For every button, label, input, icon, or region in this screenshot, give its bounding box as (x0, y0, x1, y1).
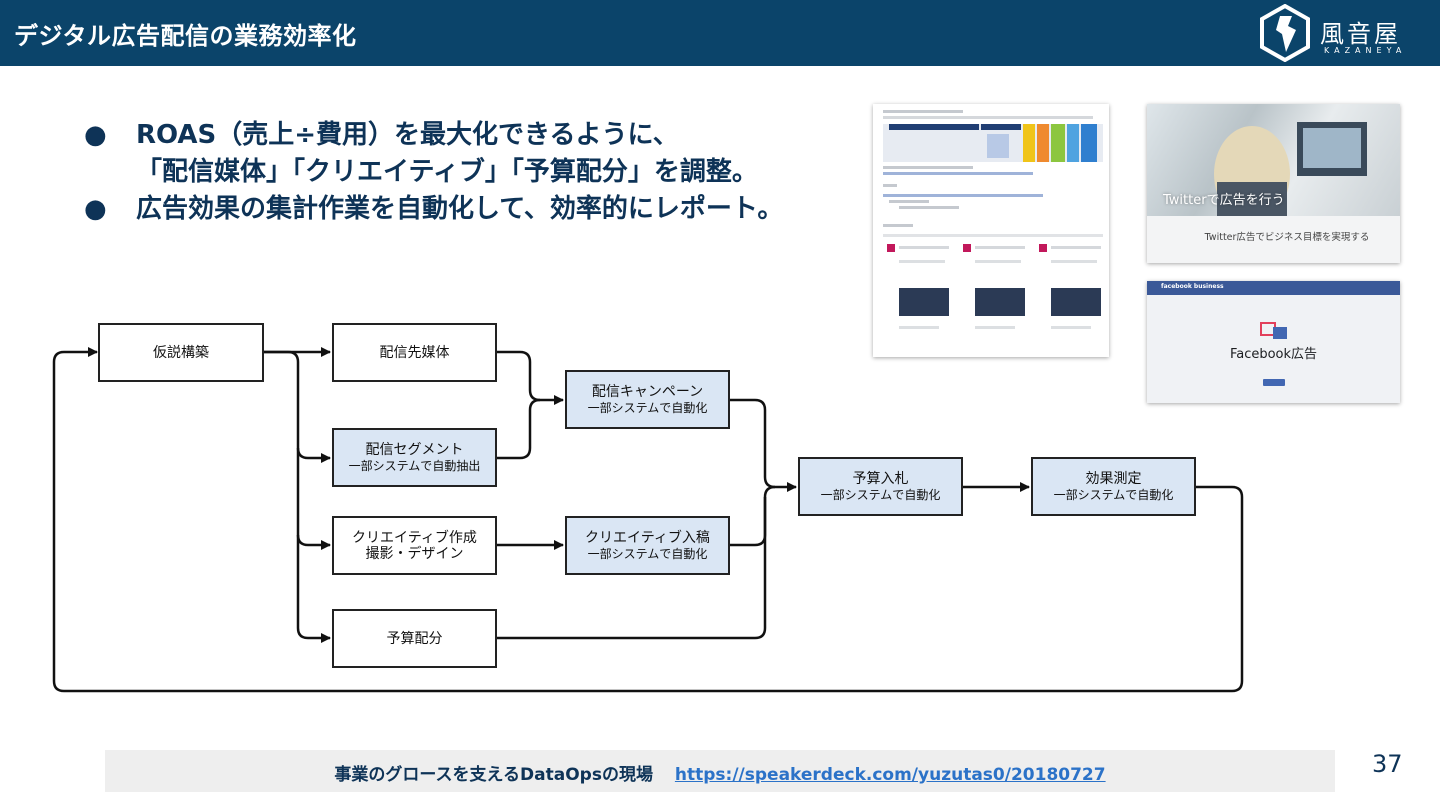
logo-mark-icon (1260, 4, 1310, 62)
node-note: 一部システムで自動化 (587, 546, 708, 561)
logo-name: 風音屋 (1320, 20, 1401, 48)
edge-hypothesis-segment (263, 350, 331, 463)
node-budget: 予算配分 (332, 609, 497, 668)
node-title: クリエイティブ作成 (352, 529, 477, 546)
kazaneya-logo: 風音屋 KAZANEYA (1258, 4, 1418, 62)
report-thumbnail-image (883, 110, 1103, 329)
office-photo-image (1214, 122, 1367, 222)
node-creative-make: クリエイティブ作成 撮影・デザイン (332, 516, 497, 575)
node-title: 予算入札 (852, 470, 909, 487)
edge-hypothesis-budget (296, 535, 331, 643)
node-campaign: 配信キャンペーン 一部システムで自動化 (565, 370, 730, 429)
edge-hypothesis-creative (296, 448, 331, 550)
logo-subtitle: KAZANEYA (1324, 46, 1407, 55)
slide-title: デジタル広告配信の業務効率化 (14, 22, 357, 50)
node-title: 配信セグメント (365, 441, 464, 458)
bullet-list: ● ROAS（売上÷費用）を最大化できるように、 「配信媒体」「クリエイティブ」… (84, 117, 864, 228)
report-screenshot (873, 104, 1109, 357)
facebook-topbar: facebook business (1147, 281, 1400, 295)
node-note: 一部システムで自動化 (1053, 487, 1174, 502)
node-note: 一部システムで自動抽出 (348, 458, 481, 473)
facebook-cta-button (1263, 379, 1285, 386)
node-title: 予算配分 (386, 630, 443, 647)
twitter-caption: Twitterで広告を行う (1163, 193, 1285, 208)
facebook-ads-screenshot: facebook business Facebook広告 (1147, 281, 1400, 403)
edge-submit-bidding (729, 485, 776, 547)
twitter-ads-screenshot: Twitterで広告を行う Twitter広告でビジネス目標を実現する (1147, 104, 1400, 263)
bullet-text: 「配信媒体」「クリエイティブ」「予算配分」を調整。 (136, 157, 758, 187)
page-number: 37 (1372, 750, 1403, 778)
node-title: 配信キャンペーン (591, 383, 704, 400)
edge-segment-campaign (496, 398, 541, 460)
bullet-dot-icon: ● (84, 120, 107, 150)
node-title: 効果測定 (1085, 470, 1142, 487)
bullet-continuation: 「配信媒体」「クリエイティブ」「予算配分」を調整。 (84, 154, 864, 191)
twitter-hero-photo: Twitterで広告を行う (1147, 104, 1400, 222)
node-note: 一部システムで自動化 (587, 400, 708, 415)
footer-link[interactable]: https://speakerdeck.com/yuzutas0/2018072… (674, 765, 1106, 785)
node-measurement: 効果測定 一部システムで自動化 (1031, 457, 1196, 516)
footer-content: 事業のグロースを支えるDataOpsの現場 https://speakerdec… (105, 760, 1335, 785)
node-hypothesis: 仮説構築 (98, 323, 264, 382)
node-media: 配信先媒体 (332, 323, 497, 382)
edge-media-campaign (496, 350, 564, 405)
node-title: クリエイティブ入稿 (585, 529, 710, 546)
node-note: 一部システムで自動化 (820, 487, 941, 502)
bullet-text: 広告効果の集計作業を自動化して、効率的にレポート。 (136, 194, 784, 224)
facebook-brand: facebook business (1161, 283, 1224, 290)
node-title: 配信先媒体 (379, 344, 450, 361)
node-bidding: 予算入札 一部システムで自動化 (798, 457, 963, 516)
footer-bar: 事業のグロースを支えるDataOpsの現場 https://speakerdec… (105, 750, 1335, 792)
edge-budget-bidding (496, 497, 767, 640)
bullet-dot-icon: ● (84, 194, 107, 224)
node-creative-submit: クリエイティブ入稿 一部システムで自動化 (565, 516, 730, 575)
bullet-item: ● 広告効果の集計作業を自動化して、効率的にレポート。 (84, 191, 864, 228)
node-note: 撮影・デザイン (365, 545, 464, 562)
edge-feedback-loop (52, 347, 1244, 693)
bullet-text: ROAS（売上÷費用）を最大化できるように、 (136, 120, 679, 150)
node-title: 仮説構築 (153, 344, 209, 361)
edge-campaign-bidding (729, 398, 797, 492)
node-segment: 配信セグメント 一部システムで自動抽出 (332, 428, 497, 487)
footer-text: 事業のグロースを支えるDataOpsの現場 (334, 765, 653, 785)
bullet-item: ● ROAS（売上÷費用）を最大化できるように、 (84, 117, 864, 154)
twitter-subtitle: Twitter広告でビジネス目標を実現する (1204, 232, 1370, 243)
header-bar: デジタル広告配信の業務効率化 風音屋 KAZANEYA (0, 0, 1440, 66)
facebook-title: Facebook広告 (1229, 347, 1318, 362)
facebook-ad-icon (1260, 322, 1287, 339)
